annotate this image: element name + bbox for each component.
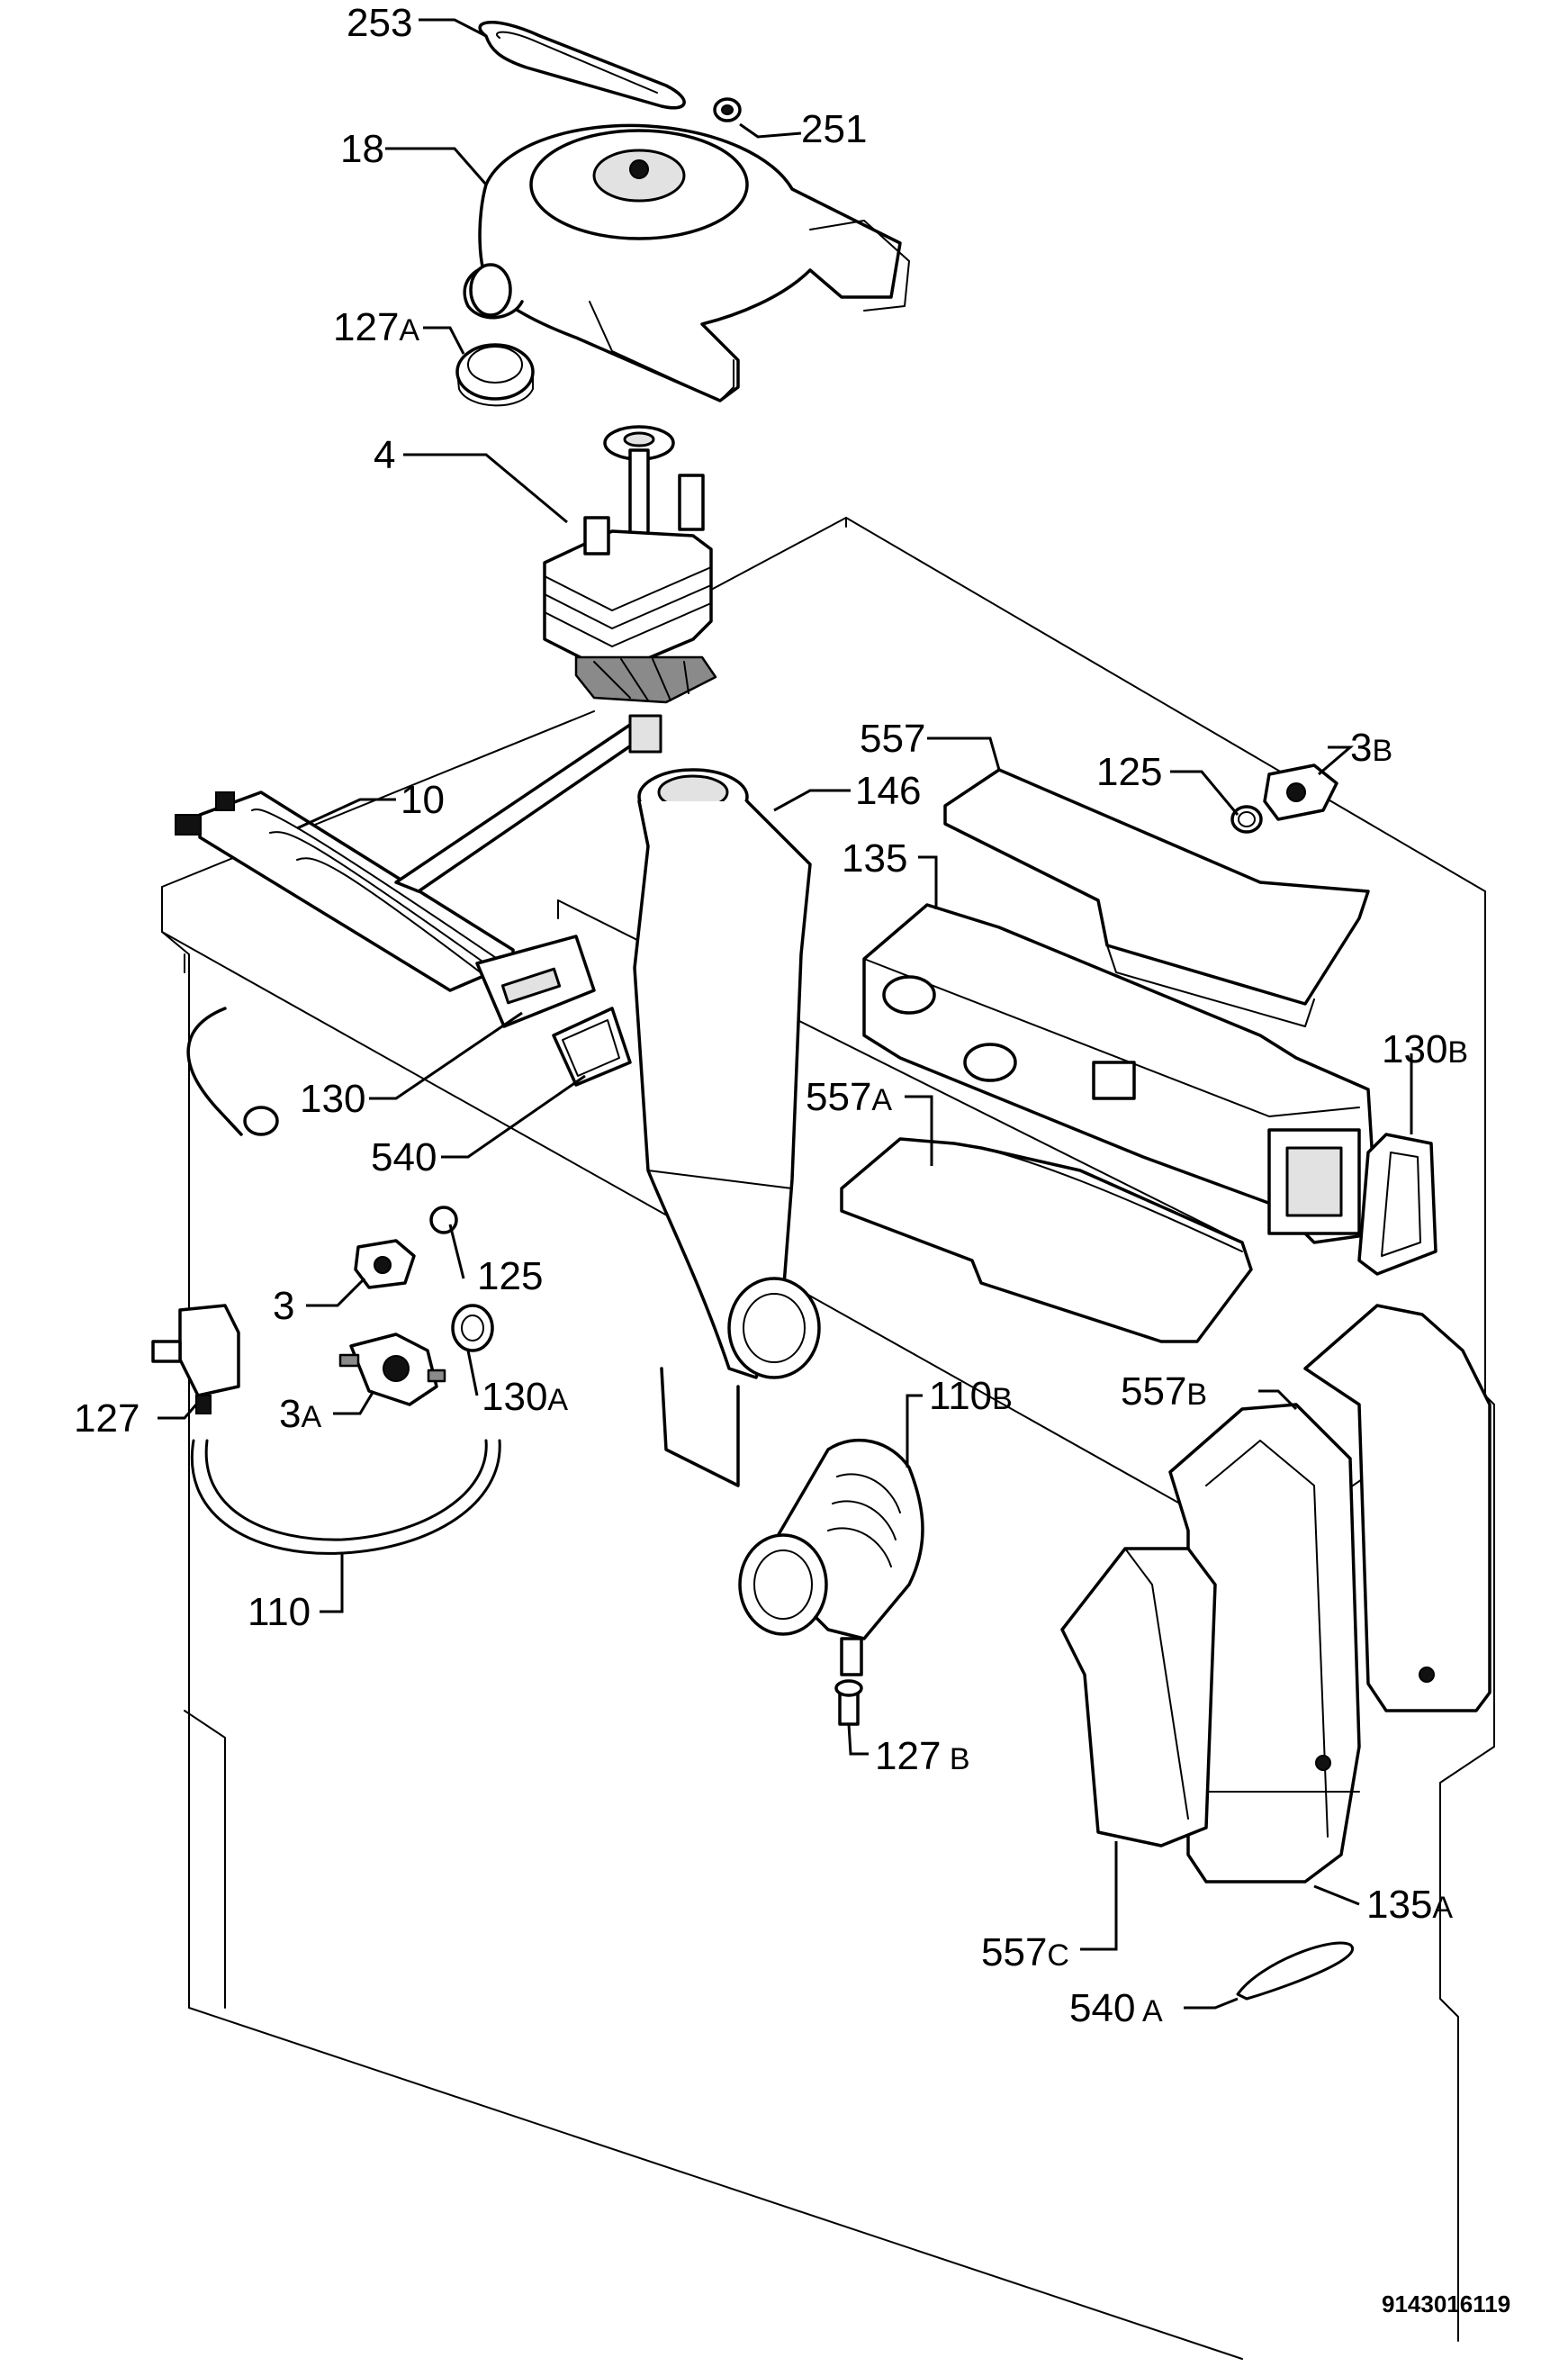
condenser bbox=[862, 903, 1379, 1244]
hose bbox=[190, 1439, 501, 1555]
motor bbox=[543, 425, 717, 704]
label-557C: 557C bbox=[981, 1930, 1069, 1974]
grommet bbox=[713, 97, 742, 122]
leader-lines bbox=[158, 18, 1413, 2010]
label-10: 10 bbox=[401, 778, 445, 822]
label-4: 4 bbox=[374, 433, 395, 477]
label-540: 540 bbox=[371, 1135, 437, 1179]
label-557: 557 bbox=[860, 717, 925, 761]
label-18: 18 bbox=[340, 127, 384, 171]
label-125-top: 125 bbox=[1096, 750, 1162, 794]
label-3A: 3A bbox=[279, 1392, 321, 1436]
wire-clip bbox=[1236, 1941, 1355, 2001]
label-540A: 540 A bbox=[1069, 1986, 1163, 2030]
label-253: 253 bbox=[347, 1, 412, 45]
bottom-cover bbox=[840, 1137, 1253, 1343]
label-110B: 110B bbox=[929, 1374, 1013, 1418]
thermostat bbox=[354, 1239, 416, 1289]
air-duct bbox=[633, 768, 821, 1487]
small-cover bbox=[1060, 1547, 1217, 1848]
seal-ring-small bbox=[451, 1304, 494, 1352]
label-110: 110 bbox=[248, 1590, 311, 1634]
o-ring-lower bbox=[429, 1206, 458, 1234]
bellows-hose bbox=[738, 1438, 924, 1676]
label-135A: 135A bbox=[1366, 1883, 1453, 1927]
side-cover bbox=[1303, 1304, 1491, 1712]
label-130B: 130B bbox=[1382, 1027, 1468, 1071]
label-127B: 127 B bbox=[875, 1734, 970, 1778]
label-557A: 557A bbox=[806, 1075, 892, 1119]
seal-ring bbox=[455, 343, 535, 407]
label-146: 146 bbox=[855, 769, 921, 813]
fan-housing bbox=[463, 123, 910, 402]
thermostat-lower bbox=[338, 1333, 446, 1406]
label-557B: 557B bbox=[1121, 1369, 1207, 1414]
label-130A: 130A bbox=[482, 1375, 568, 1419]
label-3B: 3B bbox=[1350, 726, 1392, 770]
o-ring-top bbox=[1230, 805, 1263, 834]
gasket bbox=[552, 1007, 632, 1087]
drive-belt bbox=[478, 21, 686, 110]
label-3: 3 bbox=[273, 1284, 294, 1328]
solenoid-valve bbox=[151, 1304, 240, 1414]
label-127A: 127A bbox=[333, 305, 419, 349]
reference-number: 9143016119 bbox=[1382, 2290, 1510, 2317]
label-125-lower: 125 bbox=[477, 1254, 543, 1298]
top-cover bbox=[943, 768, 1370, 1027]
heater-element bbox=[175, 714, 662, 1136]
label-251: 251 bbox=[801, 107, 867, 151]
label-135: 135 bbox=[842, 836, 907, 881]
seal-frame bbox=[1357, 1133, 1437, 1276]
label-127: 127 bbox=[74, 1396, 140, 1441]
label-130: 130 bbox=[300, 1077, 365, 1121]
nipple-fitting bbox=[834, 1679, 863, 1726]
thermostat-top bbox=[1263, 763, 1338, 821]
part-labels: 253 251 18 127A 4 557 125 3B 10 146 135 … bbox=[74, 1, 1468, 2030]
